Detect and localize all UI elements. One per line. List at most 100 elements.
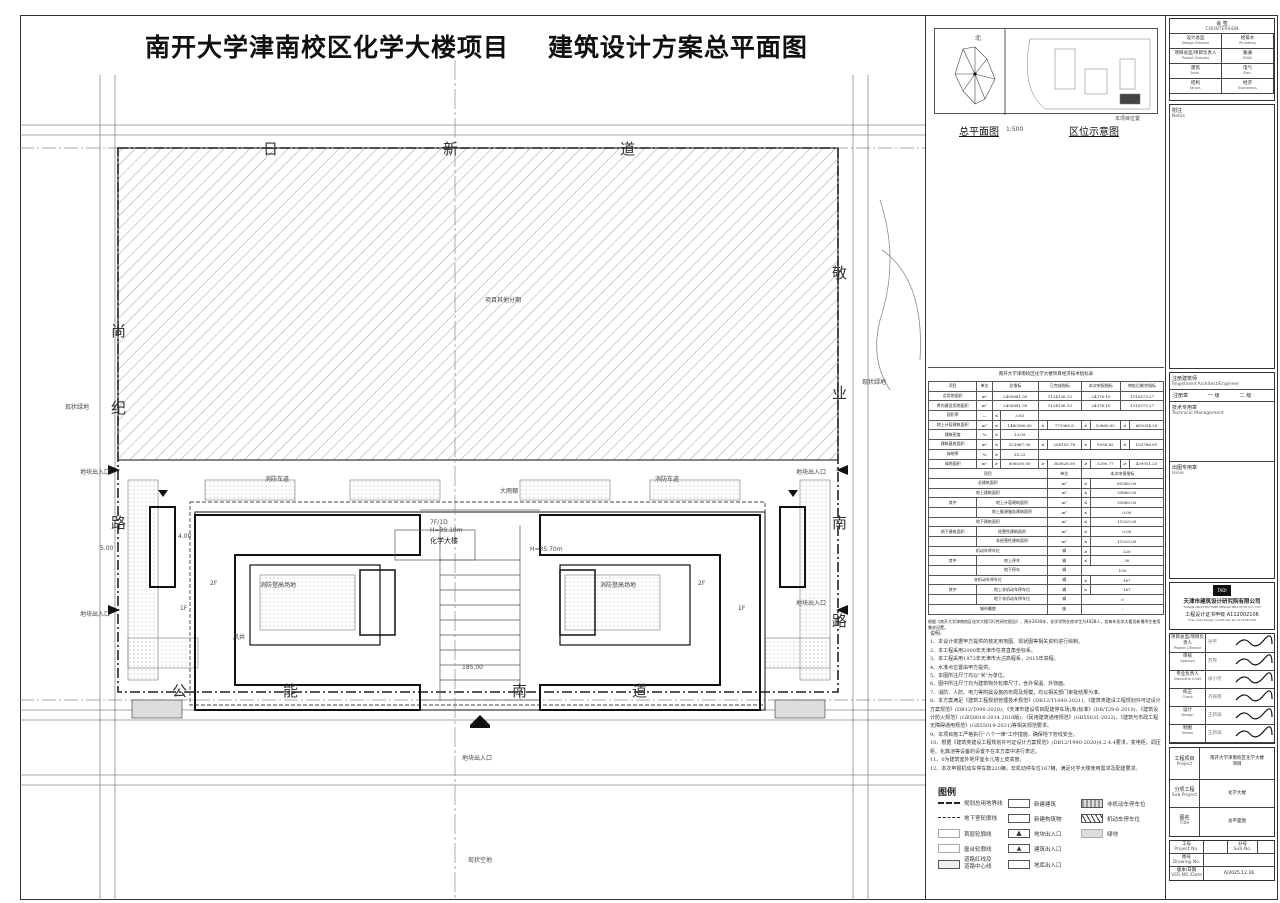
table-cell: 地下停车 [976, 565, 1048, 576]
table-cell: 1124136.13 [1037, 400, 1082, 412]
table-cell: 辆 [1046, 555, 1082, 567]
table-cell: 已完成指标 [1037, 381, 1082, 392]
table-cell: 11520.00 [1089, 516, 1165, 528]
table-cell [927, 506, 978, 518]
table-cell: 771065.8 [1046, 419, 1082, 431]
entrance-label: 地块出入口 [795, 469, 826, 476]
table-cell: 30 [1089, 555, 1165, 567]
version-label: 版本/日期 [1176, 867, 1197, 873]
table-cell: m² [1046, 536, 1082, 547]
notes-heading: 说明: [930, 631, 942, 637]
subproject-name: 化学大楼 [1228, 790, 1246, 796]
grade-label: 二 级 [1239, 393, 1252, 399]
discipline-label: 项目总监/项目负责人 [1174, 51, 1217, 56]
entrance-label: 地块出入口 [462, 755, 493, 762]
table-row: 容积率—≤3.63 [927, 410, 1165, 421]
handwritten-signature [1232, 653, 1274, 670]
legend-item: 非机动车停车位 [1081, 799, 1146, 808]
note-item: 11、0为建筑室外地坪室女儿墙上皮高度。 [930, 757, 1025, 764]
green-label: 现状绿地 [65, 404, 90, 411]
wind-rose-icon [954, 46, 996, 105]
table-cell: 661054.20 [1128, 419, 1165, 431]
table-cell: 辆 [1046, 545, 1082, 557]
drawing-no-label-en: Drawing No. [1172, 859, 1201, 865]
table-cell: 2450881.50 [991, 400, 1039, 412]
table-row: 建筑密度%≤13.09 [927, 429, 1165, 441]
table-cell: 审批后剩余指标 [1120, 381, 1164, 392]
floor-label: 2F [210, 580, 218, 587]
table-cell: 总建筑面积 [928, 477, 1048, 489]
tech-seal-label-en: Technical Management [1172, 411, 1224, 416]
table-cell: ≤ [1080, 526, 1091, 537]
drawing-no-label: 图号 [1182, 854, 1191, 860]
new-building-icon [1008, 799, 1030, 808]
version-value: A/2025.12.16 [1223, 870, 1255, 876]
note-item: 10、根据《建筑类建设工程规划许可证设计方案规范》(DB12/T990-2020… [930, 740, 1161, 755]
discipline-label: 电气 [1243, 66, 1252, 71]
table-cell: 辆 [1046, 594, 1082, 605]
table-cell: 项目 [927, 381, 978, 392]
issue-seal-label: 出图专用章 [1172, 465, 1198, 471]
handwritten-signature [1232, 707, 1274, 724]
notes-label: 附注 [1172, 108, 1183, 114]
legend-label: 屋台轮廓线 [964, 846, 992, 853]
table-cell: ≤ [1080, 536, 1091, 547]
road-east-char: 敬 [832, 264, 848, 282]
legend-label: 建筑出入口 [1034, 846, 1062, 853]
fire-climb-label: 消防登高场地 [260, 582, 297, 589]
discipline-label: 经济 [1243, 81, 1252, 86]
legend-label: 非机动车停车位 [1107, 801, 1146, 808]
table-cell: 地上计容建筑面积 [976, 497, 1048, 508]
table-cell: ≥ [1080, 545, 1091, 557]
ground-outline-icon [938, 829, 960, 838]
reg-seal-label: 注册章 [1173, 393, 1189, 399]
table-cell: ≥ [991, 448, 1002, 460]
discipline-label-en: HVAC [1242, 56, 1253, 60]
role-label-en: Design [1181, 713, 1194, 717]
discipline-label: 建筑 [1191, 66, 1200, 71]
table-cell: 65380.00 [1089, 477, 1165, 489]
handwritten-signature [1232, 725, 1274, 742]
road-south-char: 道 [632, 682, 648, 700]
site-entrance-icon: ▲ [1008, 829, 1030, 838]
canopy-label: 大雨棚 [500, 488, 519, 495]
subproject-label-en: Sub Project [1171, 792, 1198, 798]
company-logo: TADI [1213, 585, 1231, 596]
legend-item: 新建构筑物 [1008, 814, 1062, 823]
note-item: 8、本方案满足《建筑工程规划管理技术规范》(DB12/T1040-2021)、《… [930, 698, 1161, 730]
sub-no-label-en: Sub-No. [1233, 846, 1252, 852]
table-cell: 地下非机动车停车位 [976, 594, 1048, 605]
table-footnote: 根据《南开大学津南校区化学大楼可行性研究报告》，预计2030年，化学学院在校学生… [928, 618, 1161, 630]
title-label-en: Title [1179, 820, 1190, 826]
green-label: 现状绿地 [862, 379, 887, 386]
road-east-char: 路 [832, 612, 848, 630]
table-cell: 208153.78 [1046, 439, 1082, 450]
legend-label: 新建建筑 [1034, 801, 1057, 808]
note-item: 7、消防、人防、电力等附属设施的布局及规模，均以相关部门审批结果为准。 [930, 689, 1104, 696]
person-name: 王新璃 [1208, 730, 1222, 736]
table-row: 非机动车停车位辆≥167 [928, 574, 1165, 586]
table-row: 绿地率%≥35.22 [927, 448, 1165, 460]
table-cell: 11520.00 [1089, 536, 1165, 547]
boundary-line-icon [938, 802, 960, 804]
legend-label: 地下室轮廓线 [964, 816, 998, 822]
legend-label: 地块出入口 [1034, 831, 1062, 838]
road-west-char: 尚 [111, 322, 127, 340]
table-cell: ≤ [1120, 439, 1130, 450]
table-cell: ≥ [991, 458, 1002, 470]
